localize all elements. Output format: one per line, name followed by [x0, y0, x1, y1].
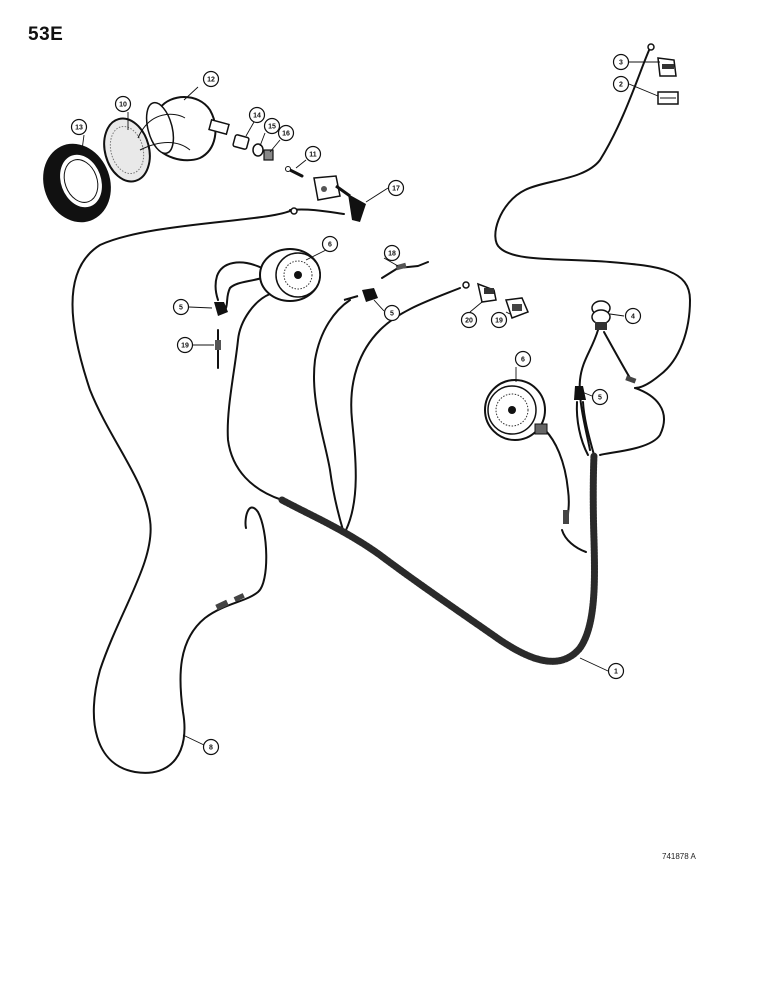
svg-text:10: 10 — [119, 102, 127, 109]
wire-conn-5-right-a — [575, 401, 589, 456]
ring-13 — [43, 143, 111, 223]
figure-reference: 741878 A — [662, 852, 696, 861]
svg-text:8: 8 — [209, 745, 213, 752]
svg-text:16: 16 — [282, 131, 290, 138]
callout-4: 4 — [624, 307, 642, 325]
wire-light-switch — [289, 208, 345, 215]
wire-gauge-right-out — [544, 429, 570, 516]
svg-text:5: 5 — [390, 311, 394, 318]
callout-5-center: 5 — [383, 304, 401, 322]
svg-text:18: 18 — [388, 251, 396, 258]
wire-conn-5-right-b — [582, 401, 595, 456]
gauge-6-left — [259, 248, 321, 302]
adapter-2 — [657, 91, 679, 105]
pressure-switch-3 — [647, 43, 677, 77]
svg-text:19: 19 — [181, 343, 189, 350]
callout-14: 14 — [248, 106, 266, 124]
svg-text:11: 11 — [309, 152, 317, 159]
callout-15: 15 — [263, 117, 281, 135]
callout-5-left: 5 — [172, 298, 190, 316]
svg-text:17: 17 — [392, 186, 400, 193]
callout-6-right: 6 — [514, 350, 532, 368]
wire-stub-right — [561, 529, 587, 553]
callout-8: 8 — [202, 738, 220, 756]
connector-5-left — [214, 302, 228, 316]
svg-text:3: 3 — [619, 60, 623, 67]
svg-text:20: 20 — [465, 318, 473, 325]
sender-19 — [504, 297, 529, 319]
callout-17: 17 — [387, 179, 405, 197]
connector-5-center — [343, 288, 378, 302]
callout-11: 11 — [304, 145, 322, 163]
svg-text:4: 4 — [631, 314, 635, 321]
switch-17 — [313, 175, 366, 222]
light-housing-12 — [137, 96, 230, 162]
pigtail-18 — [381, 261, 429, 279]
callout-3: 3 — [612, 53, 630, 71]
wire-conn-5-center — [313, 299, 351, 531]
wire-socket-4-a — [578, 329, 599, 451]
sleeve-left-8b — [233, 593, 245, 602]
svg-text:19: 19 — [495, 318, 503, 325]
sender-20 — [462, 281, 497, 303]
wire-r-branch-1 — [599, 387, 665, 456]
nut-16 — [263, 149, 274, 161]
svg-text:5: 5 — [179, 305, 183, 312]
connector-5-right — [574, 386, 586, 400]
leader-lines — [81, 61, 660, 746]
svg-text:14: 14 — [253, 113, 261, 120]
callout-6-left: 6 — [321, 235, 339, 253]
callout-16: 16 — [277, 124, 295, 142]
svg-text:6: 6 — [521, 357, 525, 364]
pigtail-18-lower — [215, 329, 221, 369]
svg-text:1: 1 — [614, 669, 618, 676]
callout-19-left: 19 — [176, 336, 194, 354]
callout-1: 1 — [607, 662, 625, 680]
ring-terminal-8 — [290, 207, 298, 215]
callout-2: 2 — [612, 75, 630, 93]
sleeve-left-8 — [215, 599, 229, 611]
callout-19-right: 19 — [490, 311, 508, 329]
main-harness-loom — [278, 451, 598, 665]
page-number: 53E — [28, 24, 64, 45]
svg-text:5: 5 — [598, 395, 602, 402]
svg-text:13: 13 — [75, 125, 83, 132]
washer-15 — [252, 143, 264, 157]
wiring — [71, 47, 691, 774]
gauge-6-right — [484, 379, 548, 441]
callout-20: 20 — [460, 311, 478, 329]
terminal-11 — [285, 166, 304, 178]
svg-text:2: 2 — [619, 82, 623, 89]
wire-gauge-left-down — [226, 293, 283, 501]
bushing-14 — [232, 134, 250, 150]
callout-18-center: 18 — [383, 244, 401, 262]
wire-gauge-left-b — [225, 277, 263, 309]
sleeve-right-2 — [563, 510, 569, 524]
sleeve-right-1 — [625, 375, 637, 384]
svg-text:6: 6 — [328, 242, 332, 249]
wire-8-outer-loop — [71, 209, 293, 774]
wire-top-right — [494, 47, 691, 389]
callout-13: 13 — [70, 118, 88, 136]
lens-10 — [103, 117, 151, 183]
wire-20 — [345, 287, 461, 531]
svg-text:15: 15 — [268, 124, 276, 131]
wire-gauge-left-a — [214, 261, 263, 301]
svg-text:12: 12 — [207, 77, 215, 84]
socket-4 — [591, 300, 611, 330]
callout-5-right: 5 — [591, 388, 609, 406]
callout-10: 10 — [114, 95, 132, 113]
wire-socket-4-b — [603, 331, 631, 379]
callout-12: 12 — [202, 70, 220, 88]
